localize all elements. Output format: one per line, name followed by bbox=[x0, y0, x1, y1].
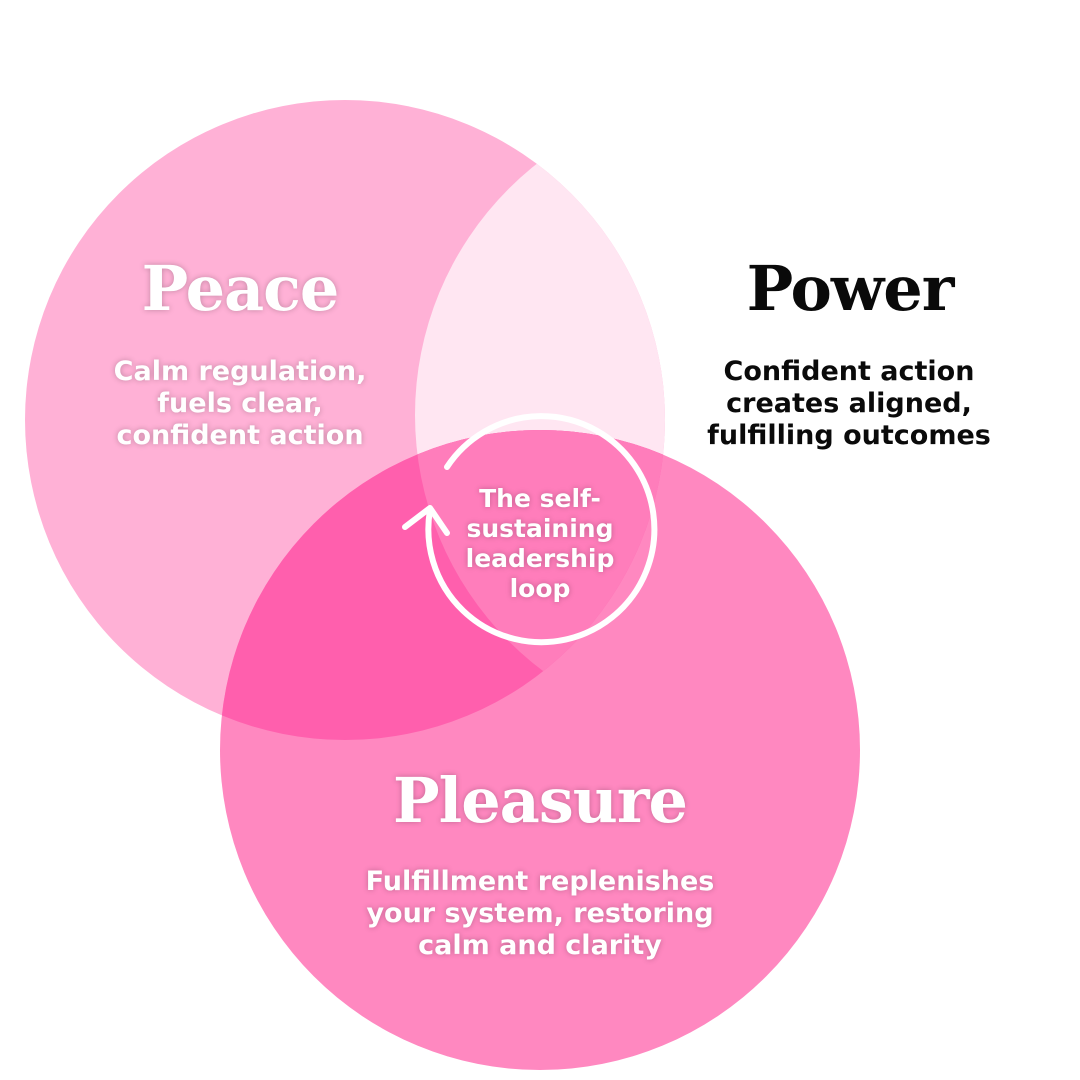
pleasure-description: Fulfillment replenishes your system, res… bbox=[365, 866, 715, 961]
peace-description: Calm regulation, fuels clear, confident … bbox=[113, 356, 367, 451]
power-description: Confident action creates aligned, fulfil… bbox=[707, 356, 991, 451]
peace-title: Peace bbox=[141, 252, 340, 325]
peace-pleasure-overlap bbox=[220, 430, 665, 740]
pleasure-title: Pleasure bbox=[393, 764, 688, 837]
power-title: Power bbox=[746, 252, 955, 325]
cycle-arrow-icon bbox=[402, 413, 658, 646]
center-label: The self-sustaining leadership loop bbox=[465, 484, 615, 603]
